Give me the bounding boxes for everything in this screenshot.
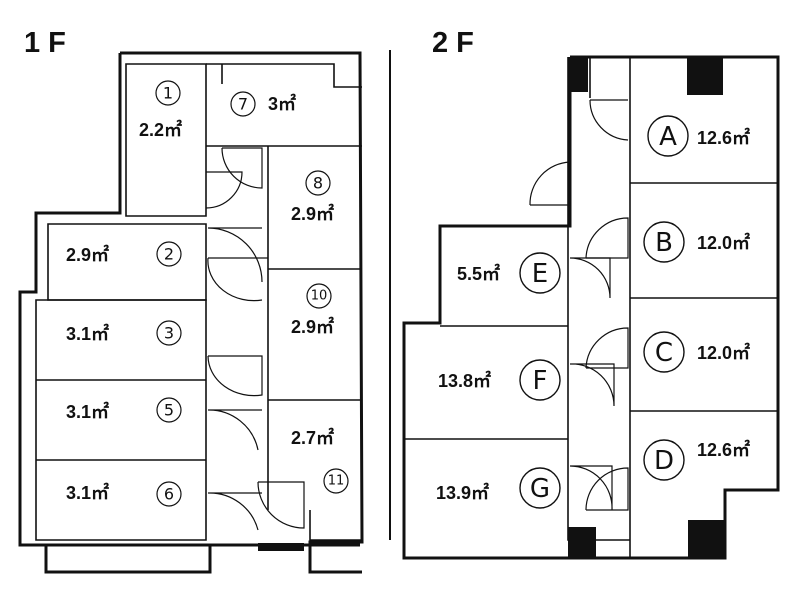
room-area: 13.8㎡ xyxy=(438,370,491,391)
room-F: F 13.8㎡ xyxy=(438,359,561,401)
room-area: 12.0㎡ xyxy=(697,232,750,253)
room-area: 3.1㎡ xyxy=(66,401,109,422)
room-A: A 12.6㎡ xyxy=(647,115,750,157)
room-area: 3.1㎡ xyxy=(66,482,109,503)
room-number: 6 xyxy=(164,485,174,504)
room-number: 10 xyxy=(311,289,328,304)
room-area: 13.9㎡ xyxy=(436,482,489,503)
room-7: 7 3㎡ xyxy=(230,91,296,117)
room-area: 5.5㎡ xyxy=(457,263,500,284)
room-B: B 12.0㎡ xyxy=(643,221,750,263)
room-area: 2.9㎡ xyxy=(291,316,334,337)
room-2: 2 2.9㎡ xyxy=(66,241,182,267)
room-number: 11 xyxy=(328,474,345,489)
room-G: G 13.9㎡ xyxy=(436,467,561,509)
room-letter: B xyxy=(655,228,673,258)
room-number: 3 xyxy=(164,324,174,343)
room-letter: C xyxy=(655,338,673,368)
room-number: 7 xyxy=(238,95,248,114)
room-3: 3 3.1㎡ xyxy=(66,320,182,346)
room-5: 5 3.1㎡ xyxy=(66,397,182,423)
room-letter: E xyxy=(532,259,548,289)
room-10: 10 2.9㎡ xyxy=(291,283,334,337)
room-area: 2.9㎡ xyxy=(66,244,109,265)
room-1: 1 2.2㎡ xyxy=(139,80,182,140)
room-letter: G xyxy=(530,474,550,504)
room-number: 1 xyxy=(163,84,173,103)
room-6: 6 3.1㎡ xyxy=(66,481,182,507)
room-number: 2 xyxy=(164,245,174,264)
room-area: 12.0㎡ xyxy=(697,342,750,363)
room-D: D 12.6㎡ xyxy=(643,439,750,481)
room-letter: D xyxy=(654,446,674,476)
room-area: 2.2㎡ xyxy=(139,119,182,140)
floor-label-2f: 2 F xyxy=(432,27,474,59)
room-E: E 5.5㎡ xyxy=(457,252,561,294)
room-number: 5 xyxy=(164,401,174,420)
floor-1f-plan xyxy=(18,51,364,574)
room-area: 2.7㎡ xyxy=(291,427,334,448)
floor-label-1f: 1 F xyxy=(24,27,66,59)
room-area: 12.6㎡ xyxy=(697,127,750,148)
room-C: C 12.0㎡ xyxy=(643,331,750,373)
room-8: 8 2.9㎡ xyxy=(291,170,334,224)
room-area: 12.6㎡ xyxy=(697,439,750,460)
room-letter: F xyxy=(533,366,548,396)
room-area: 3㎡ xyxy=(268,93,296,114)
room-number: 8 xyxy=(313,174,323,193)
room-11: 11 2.7㎡ xyxy=(291,427,349,494)
floor-2f-plan xyxy=(402,55,780,560)
room-area: 3.1㎡ xyxy=(66,323,109,344)
room-letter: A xyxy=(659,122,677,152)
room-area: 2.9㎡ xyxy=(291,203,334,224)
